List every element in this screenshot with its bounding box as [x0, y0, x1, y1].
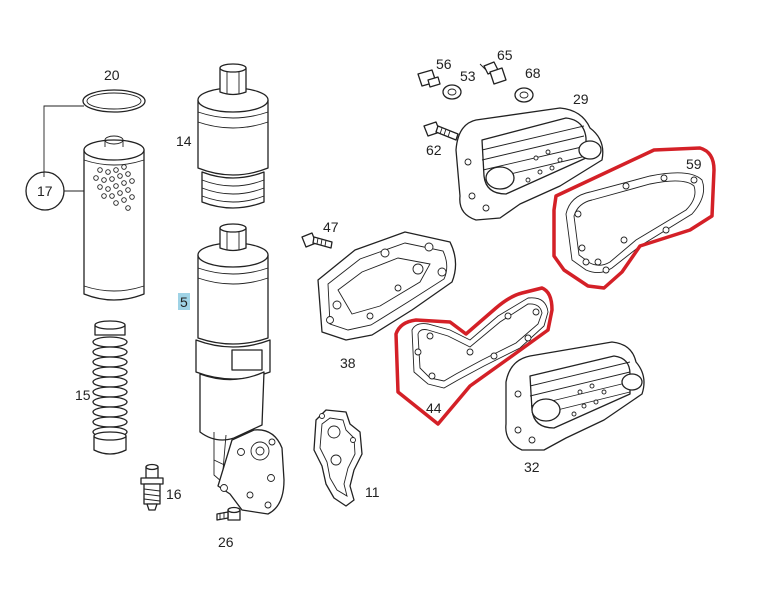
part-53-washer[interactable]	[442, 84, 462, 100]
part-29-oil-cooler[interactable]	[455, 107, 604, 221]
part-65-sensor[interactable]	[479, 61, 507, 85]
part-59-gasket[interactable]	[565, 172, 705, 274]
part-14-housing-cap[interactable]	[197, 63, 269, 209]
label-32: 32	[524, 459, 540, 475]
label-17: 17	[37, 183, 53, 199]
label-16: 16	[166, 486, 182, 502]
part-26-bolt[interactable]	[216, 506, 241, 521]
label-14: 14	[176, 133, 192, 149]
label-15: 15	[75, 387, 91, 403]
part-47-screw[interactable]	[301, 232, 333, 249]
label-65: 65	[497, 47, 513, 63]
label-53: 53	[460, 68, 476, 84]
filter-holes	[93, 164, 135, 211]
part-5-filter-housing[interactable]	[195, 223, 271, 483]
label-29: 29	[573, 91, 589, 107]
label-26: 26	[218, 534, 234, 550]
label-47: 47	[323, 219, 339, 235]
label-68: 68	[525, 65, 541, 81]
label-59: 59	[686, 156, 702, 172]
part-11-gasket[interactable]	[313, 409, 363, 507]
label-56: 56	[436, 56, 452, 72]
part-44-gasket[interactable]	[411, 297, 549, 389]
part-17-filter-element[interactable]	[83, 135, 145, 301]
label-20: 20	[104, 67, 120, 83]
part-68-washer[interactable]	[514, 87, 534, 103]
part-20-o-ring[interactable]	[82, 89, 146, 113]
label-5[interactable]: 5	[180, 294, 188, 310]
callout-17-circle[interactable]	[25, 171, 65, 211]
part-62-bolt[interactable]	[423, 121, 459, 141]
part-56-plug[interactable]	[417, 69, 441, 88]
label-38: 38	[340, 355, 356, 371]
part-32-oil-cooler[interactable]	[505, 341, 645, 451]
label-5-highlight	[178, 293, 190, 310]
part-5-flange[interactable]	[217, 429, 285, 515]
part-15-spring[interactable]	[92, 320, 128, 455]
label-11: 11	[365, 484, 380, 500]
part-16-valve[interactable]	[140, 463, 164, 511]
highlight-59	[552, 146, 716, 290]
part-38-cooler-cover[interactable]	[317, 231, 457, 341]
label-62: 62	[426, 142, 442, 158]
highlight-44	[394, 286, 554, 426]
label-44: 44	[426, 400, 442, 416]
